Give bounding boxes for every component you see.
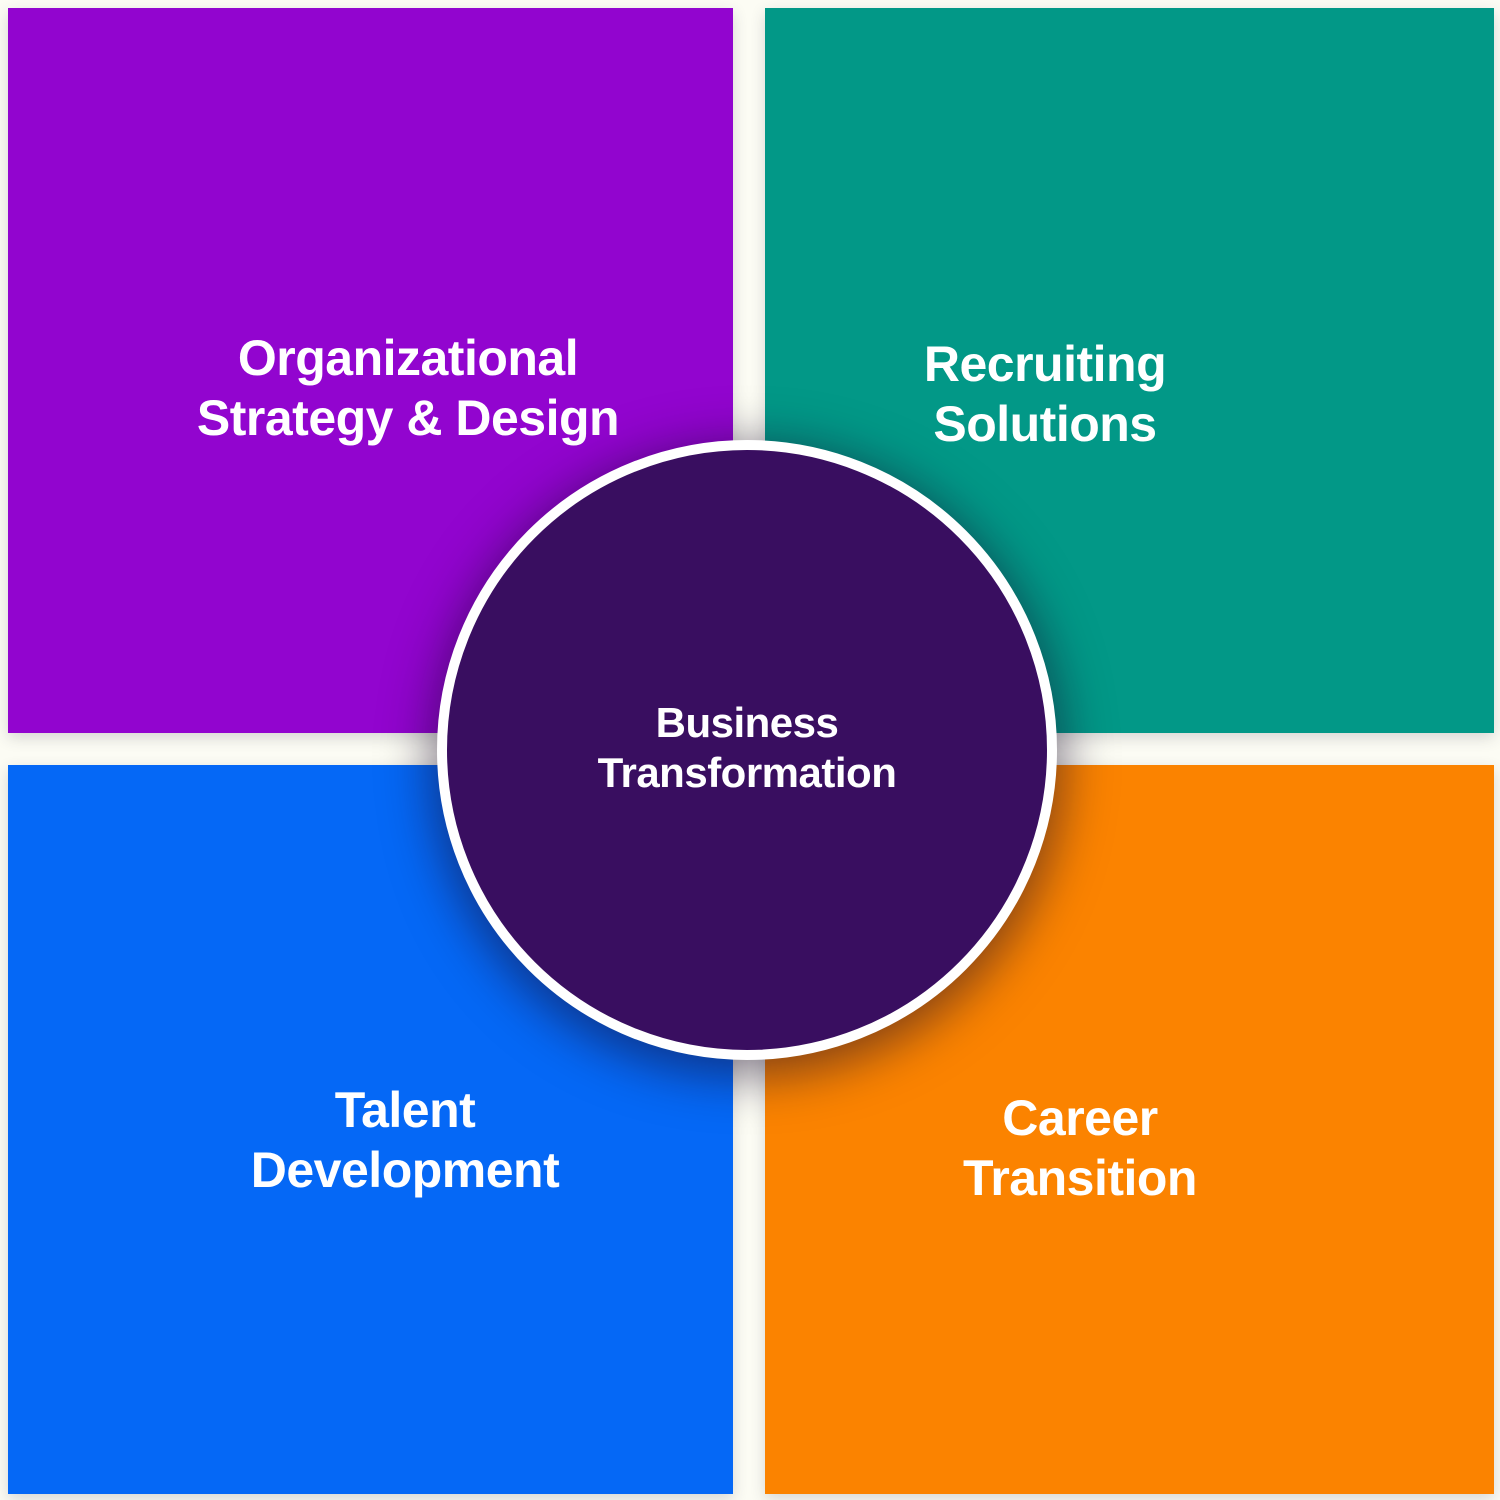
label-line: Solutions: [933, 396, 1157, 452]
label-line: Development: [250, 1142, 560, 1198]
quadrant-label-recruiting-solutions: Recruiting Solutions: [923, 334, 1167, 454]
center-circle-label: Business Transformation: [598, 698, 897, 801]
quadrant-label-organizational-strategy-design: Organizational Strategy & Design: [196, 328, 620, 448]
quadrant-organizational-strategy-design: Organizational Strategy & Design: [8, 8, 733, 733]
label-line: Career: [1002, 1090, 1158, 1146]
label-line: Talent: [334, 1082, 476, 1138]
quadrant-label-talent-development: Talent Development: [250, 1080, 560, 1200]
quadrant-label-career-transition: Career Transition: [963, 1088, 1197, 1208]
label-line: Organizational: [237, 330, 579, 386]
label-line: Business: [655, 699, 839, 747]
label-line: Transition: [963, 1150, 1197, 1206]
label-line: Recruiting: [923, 336, 1167, 392]
label-line: Strategy & Design: [196, 390, 620, 446]
label-line: Transformation: [597, 749, 897, 796]
center-circle-business-transformation: Business Transformation: [437, 440, 1057, 1060]
